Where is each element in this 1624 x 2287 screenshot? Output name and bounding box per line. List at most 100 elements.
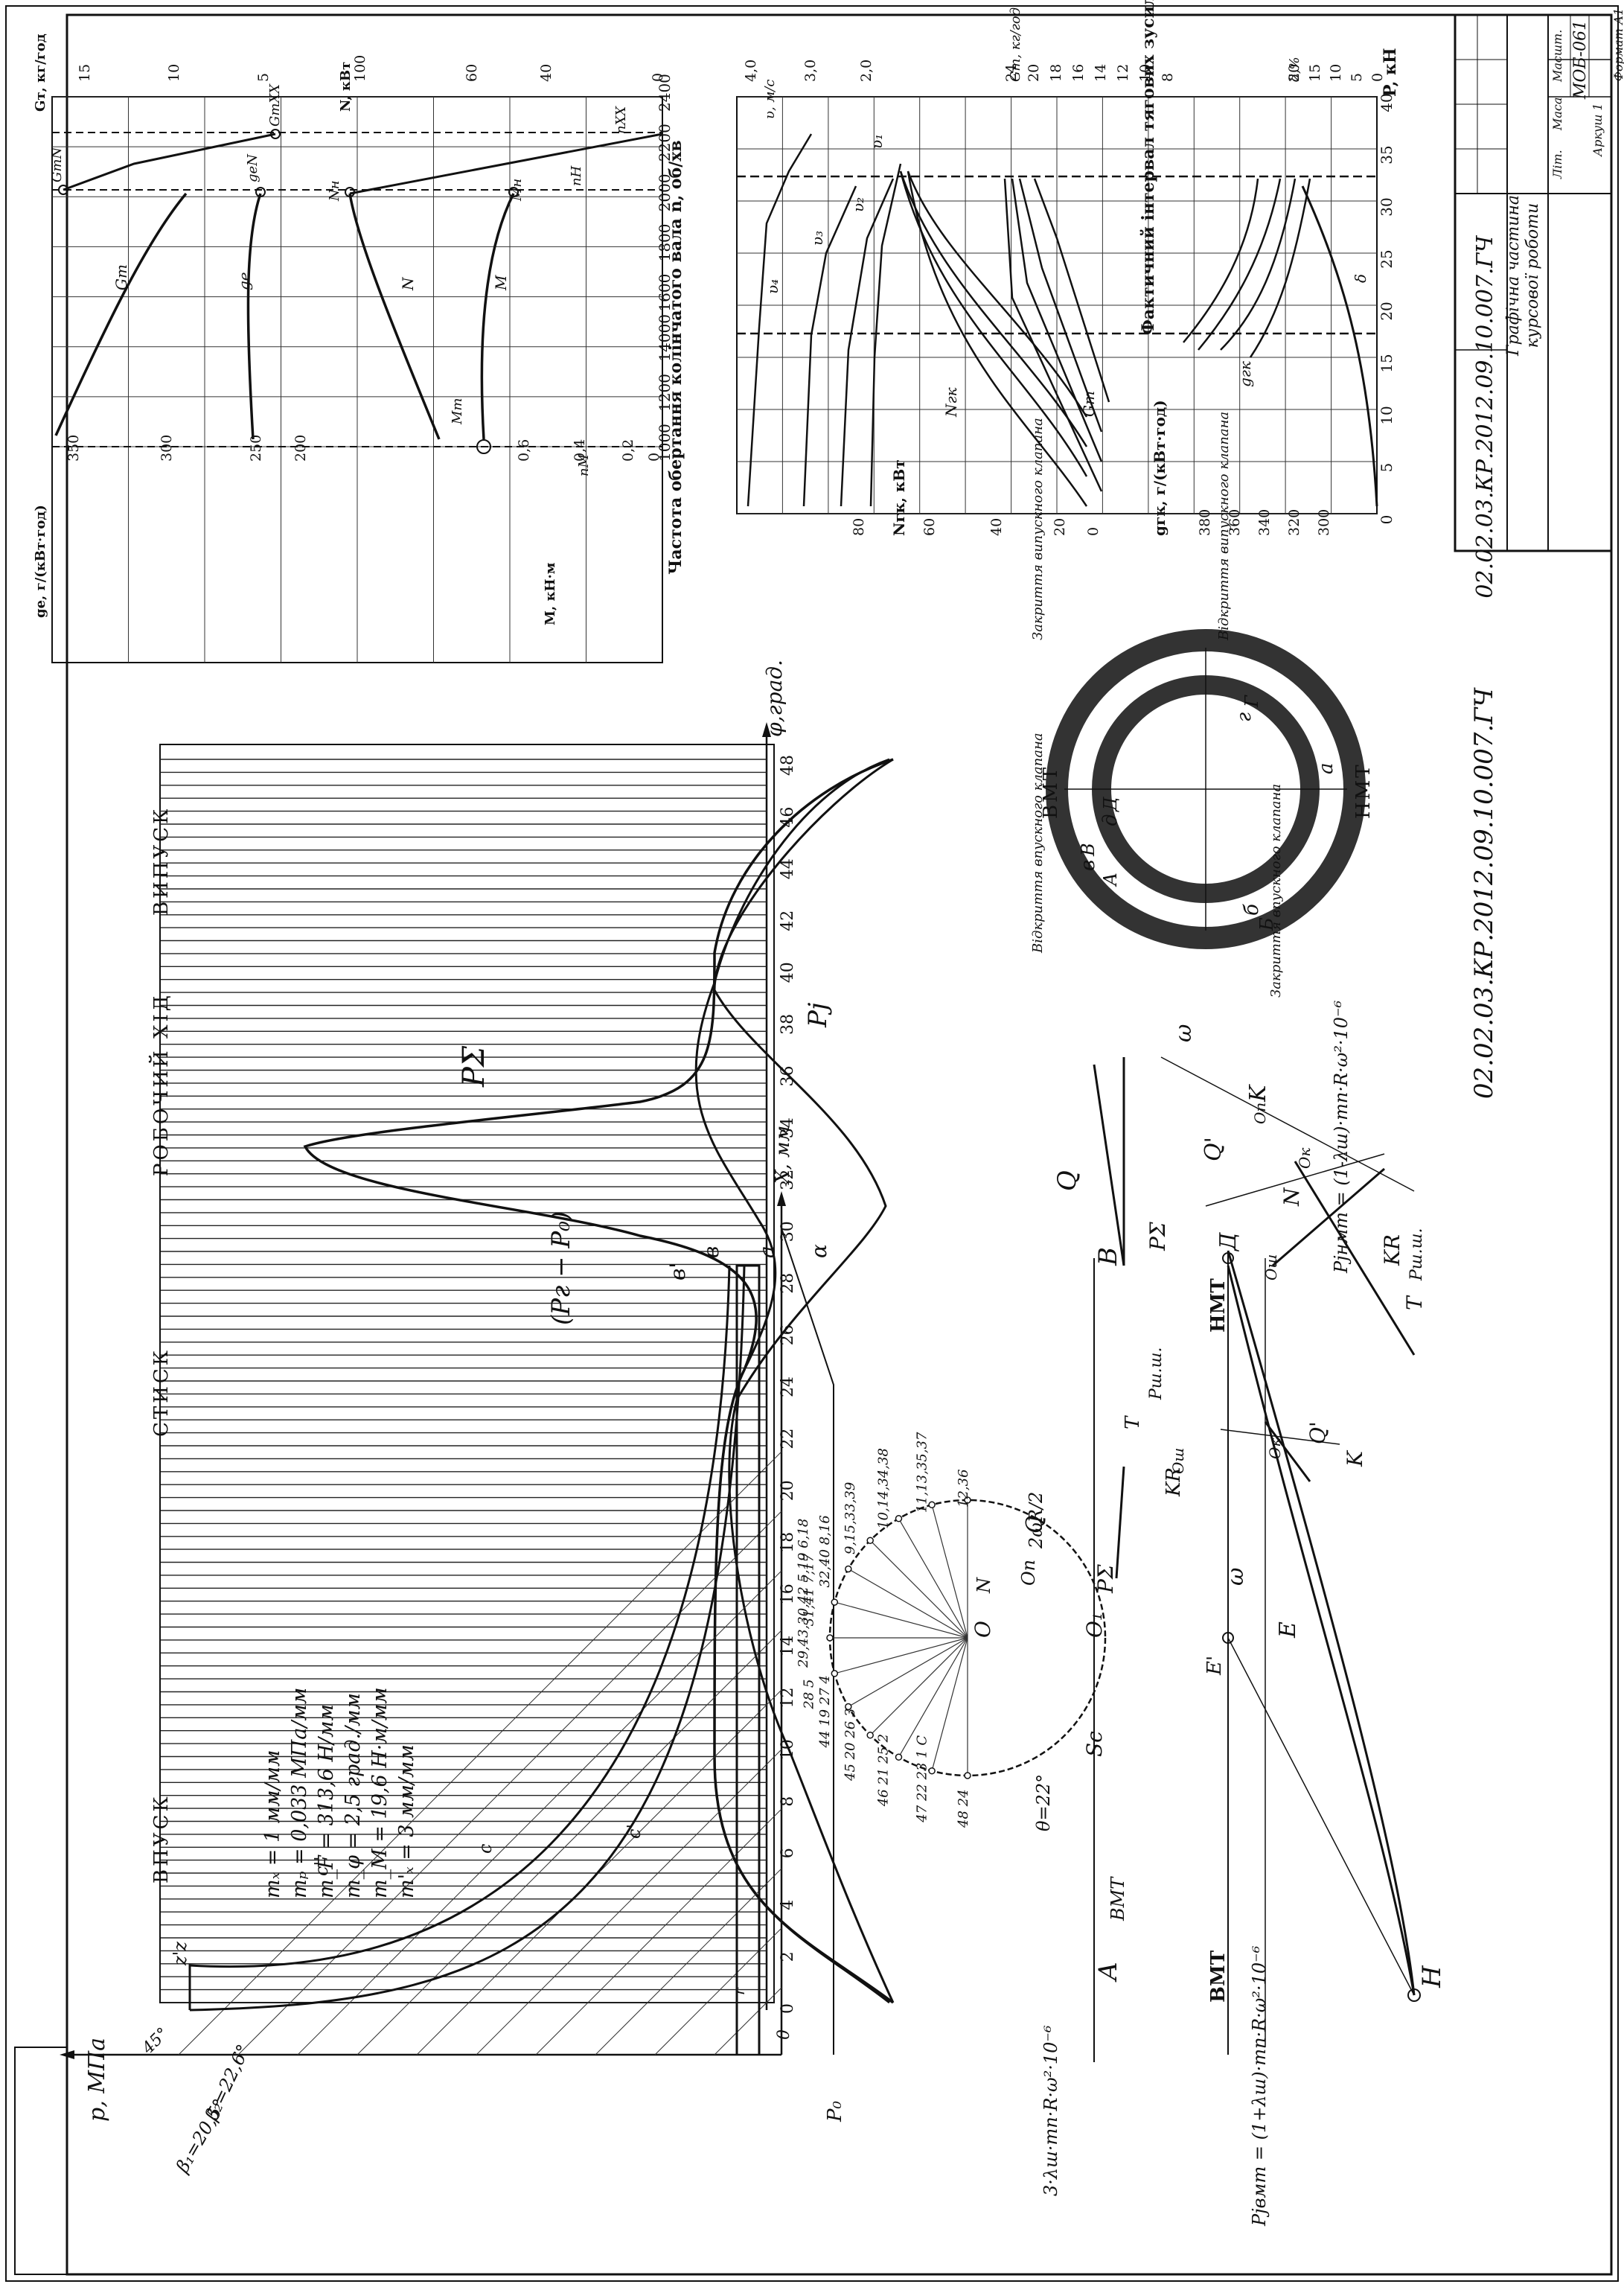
crank-ray	[834, 1601, 968, 1639]
scale-mphi: m_φ = 2,5 град./мм	[342, 1693, 365, 1898]
speed-x-tick: 2400	[656, 74, 674, 112]
valve-letter-b: б	[1241, 904, 1263, 916]
valve-letter-g2: Г	[1241, 695, 1262, 708]
traction-x-tick: 25	[1378, 249, 1396, 268]
crank-label: 10,14,34,38	[876, 1448, 892, 1529]
phase-compression: СТИСК	[150, 1347, 173, 1437]
curve-speed-n-regulator	[349, 133, 663, 195]
curve-gt-2	[1011, 178, 1103, 462]
poly2-label-psum: PΣ	[1093, 1564, 1118, 1594]
ngk-axis-title: Nгк, кВт	[890, 459, 908, 536]
speed-x-tick: 2000	[656, 173, 674, 211]
label-v1: υ₁	[868, 134, 886, 149]
line-alpha	[781, 1228, 834, 2055]
poly1-label-on: Oп	[1251, 1103, 1269, 1124]
crank-point	[895, 1753, 903, 1761]
ngk-tick-20: 20	[1052, 518, 1068, 536]
phi-tick-label: 0	[779, 2003, 797, 2014]
valve-label-close-intake: Закриття впускного клапана	[1268, 784, 1284, 998]
curve-ngk-3	[899, 170, 1088, 477]
curve-v4	[747, 133, 813, 507]
col-scale: Масшт.	[1550, 30, 1564, 83]
poly1-label-k: K	[1245, 1084, 1271, 1103]
inner-frame	[65, 13, 1613, 2276]
group-code: МОБ-061	[1571, 20, 1590, 100]
valve-letter-v2: В	[1078, 843, 1099, 857]
crank-point	[964, 1496, 971, 1504]
poly1-label-n: N	[1279, 1187, 1304, 1207]
poly1-label-t: T	[1402, 1295, 1427, 1310]
curve-v1	[869, 163, 902, 507]
crank-label: 44 19 27 4	[817, 1675, 833, 1748]
crank-point	[831, 1598, 839, 1606]
g-axis-title: gгк, г/(кВт·год)	[1151, 400, 1169, 536]
m-tick-0: 0	[646, 453, 662, 462]
gt-tick-10: 10	[166, 64, 182, 82]
crank-label: 48 24	[956, 1789, 971, 1828]
traction-x-tick: 15	[1378, 354, 1396, 372]
label-m: M	[492, 275, 510, 291]
phi-tick-label: 42	[779, 910, 797, 931]
alpha-label: α	[807, 1244, 831, 1258]
label-nxx: nXX	[613, 106, 629, 134]
scale-mx2: m'ₓ = 3 мм/мм	[395, 1744, 418, 1898]
label-p-sum: PΣ	[457, 1045, 491, 1088]
force-polygons: Q PΣ N Oп Oк Oш Q' K KR T Pш.ш. ω N Oп Q…	[974, 1024, 1427, 1594]
n-axis-title: N, кВт	[338, 62, 354, 112]
curve-speed-ge	[246, 193, 262, 440]
label-gtxx: GтXX	[267, 83, 283, 127]
curve-gt-1	[1003, 178, 1103, 492]
phase-exhaust: ВИПУСК	[150, 806, 173, 916]
scale-mm: m_M = 19,6 Н·м/мм	[368, 1687, 391, 1898]
p0-label: P₀	[824, 2101, 846, 2122]
m-axis-title: M, кН·м	[543, 562, 558, 625]
valve-letter-d: д	[1099, 814, 1122, 826]
force-chart: φ,град. 02468101214161820222426283032343…	[149, 660, 895, 2014]
v-tick-3: 3,0	[802, 60, 819, 82]
crank-ray	[898, 1637, 968, 1758]
traction-g-tick: 340	[1256, 509, 1273, 536]
poly2-label-on: Oп	[1018, 1560, 1039, 1586]
traction-gt-tick: 14	[1093, 64, 1109, 82]
indicator-diagram: X, мм p, МПа P₀ α z'z c'' c c' в в' a r …	[60, 1126, 846, 2177]
label-nh: nН	[569, 165, 584, 186]
crank-ray	[931, 1505, 968, 1639]
crank-label: 28 5	[801, 1680, 816, 1710]
interval-label: Фактичний інтервал тягових зусиль	[1139, 0, 1158, 335]
poly1-k	[1294, 1161, 1416, 1356]
outer-frame	[5, 5, 1619, 2282]
traction-x-tick: 40	[1378, 93, 1396, 112]
label-brix-formula: 2ωR/2	[1026, 1492, 1046, 1549]
formula-mid: 3·λш·mп·R·ω²·10⁻⁶	[1040, 2025, 1061, 2196]
traction-x-tick: 0	[1378, 515, 1396, 525]
label-gt-traction: Gт	[1080, 391, 1098, 417]
crank-ray	[834, 1637, 968, 1674]
d-axis-title: δ,%	[1287, 57, 1302, 82]
curve-exchange	[735, 1264, 761, 2055]
phi-tick-label: 2	[779, 1951, 797, 1962]
v-tick-2: 2,0	[858, 60, 875, 82]
curve-ggk-4	[1249, 178, 1311, 358]
speed-x-tick: 1600	[656, 274, 674, 312]
poly2-label-n: N	[974, 1577, 994, 1594]
v-axis-title: υ, м/с	[762, 80, 778, 119]
formula-pj-nmt: Pjнмт = (1-λш)·mп·R·ω²·10⁻⁶	[1331, 1000, 1352, 1274]
v-tick-4: 4,0	[743, 60, 759, 82]
poly2-label-osh: Oш	[1169, 1448, 1187, 1474]
curve-speed-gt	[54, 192, 188, 436]
label-p-gas: (Pг − P₀)	[546, 1211, 576, 1325]
poly1-label-omega: ω	[1171, 1024, 1197, 1042]
ge-axis-title: gе, г/(кВт·год)	[33, 505, 48, 618]
crank-label: 45 20 26 3	[843, 1709, 858, 1782]
label-v2: υ₂	[849, 197, 867, 212]
m-tick-04: 0,4	[572, 439, 588, 462]
binding-strip	[14, 2047, 68, 2275]
phi-tick-label: 4	[779, 1900, 797, 1910]
label-mm: Mm	[450, 398, 465, 426]
col-mass: Маса	[1550, 98, 1564, 131]
label-c: c	[475, 1844, 496, 1854]
n-tick-60: 60	[464, 64, 480, 82]
label-ggk: gгк	[1236, 361, 1254, 387]
